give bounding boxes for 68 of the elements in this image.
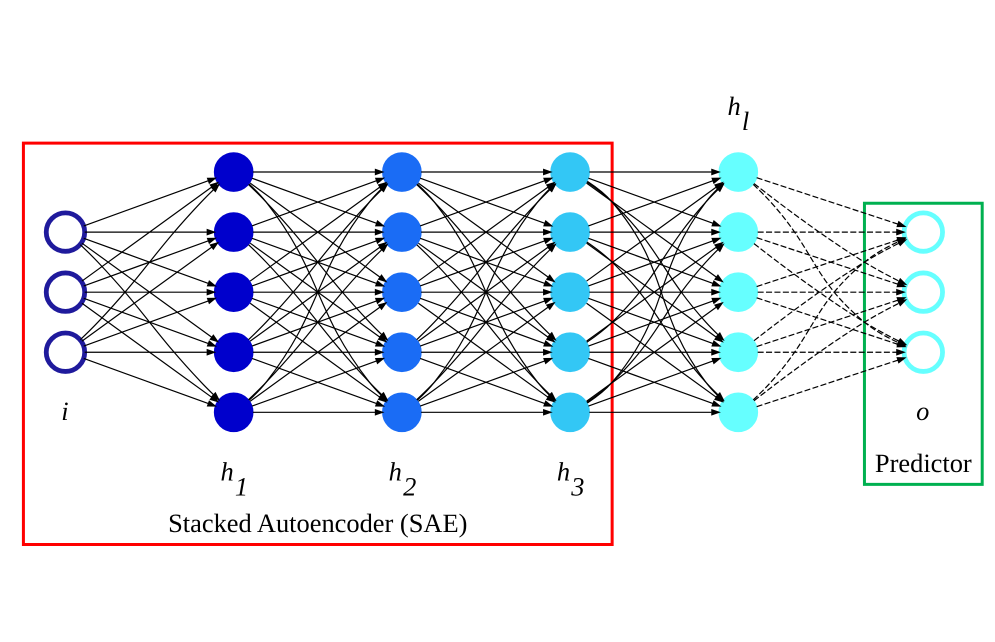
arrow bbox=[252, 228, 384, 236]
label: i bbox=[60, 396, 68, 426]
node-circle bbox=[718, 392, 758, 432]
arrow bbox=[588, 298, 722, 347]
arrow bbox=[420, 408, 552, 416]
arrow bbox=[251, 358, 385, 407]
arrow bbox=[251, 238, 385, 287]
node-circle bbox=[213, 392, 253, 432]
arrow bbox=[588, 348, 720, 356]
arrow bbox=[251, 298, 385, 347]
node-circle bbox=[901, 210, 944, 254]
arrow bbox=[252, 288, 384, 296]
node-circle bbox=[718, 212, 758, 252]
node-circle bbox=[718, 152, 758, 192]
node-circle bbox=[718, 332, 758, 372]
arrow bbox=[588, 238, 722, 287]
arrow bbox=[588, 288, 720, 296]
arrow bbox=[588, 228, 720, 236]
arrow bbox=[588, 358, 722, 407]
arrow bbox=[420, 178, 553, 226]
node-circle bbox=[718, 272, 758, 312]
arrow bbox=[84, 348, 216, 356]
node-circle bbox=[382, 272, 422, 312]
arrow bbox=[83, 178, 216, 226]
arrow bbox=[756, 177, 906, 228]
arrow bbox=[83, 358, 216, 407]
node-circle bbox=[43, 330, 87, 374]
arrow bbox=[251, 178, 385, 226]
arrow bbox=[757, 228, 906, 236]
node-circle bbox=[901, 270, 944, 314]
node-circle bbox=[382, 332, 422, 372]
arrow bbox=[757, 288, 906, 296]
arrow bbox=[420, 288, 552, 296]
arrow bbox=[252, 348, 384, 356]
node-circle bbox=[382, 212, 422, 252]
arrow bbox=[84, 228, 216, 236]
arrow bbox=[420, 348, 552, 356]
node-circle bbox=[550, 152, 590, 192]
arrow bbox=[252, 168, 384, 176]
arrow bbox=[420, 228, 552, 236]
node-circle bbox=[213, 212, 253, 252]
arrow bbox=[757, 348, 906, 356]
arrow bbox=[420, 298, 553, 347]
arrow bbox=[420, 238, 553, 287]
node-circle bbox=[901, 330, 944, 374]
node-circle bbox=[213, 272, 253, 312]
arrow bbox=[420, 168, 552, 176]
node-circle bbox=[213, 332, 253, 372]
arrow bbox=[588, 168, 720, 176]
arrow bbox=[252, 408, 384, 416]
arrow bbox=[420, 358, 553, 407]
node-circle bbox=[550, 392, 590, 432]
node-circle bbox=[550, 332, 590, 372]
node-circle bbox=[550, 212, 590, 252]
arrow bbox=[756, 357, 906, 408]
arrow bbox=[84, 288, 216, 296]
arrow bbox=[83, 238, 216, 287]
node-circle bbox=[43, 210, 87, 254]
arrow bbox=[79, 244, 220, 401]
arrow bbox=[83, 298, 216, 347]
node-circle bbox=[382, 392, 422, 432]
node-circle bbox=[43, 270, 87, 314]
node-circle bbox=[550, 272, 590, 312]
node-circle bbox=[382, 152, 422, 192]
arrow bbox=[588, 178, 722, 226]
label: o bbox=[916, 396, 929, 426]
node-circle bbox=[213, 152, 253, 192]
arrow bbox=[588, 408, 720, 416]
